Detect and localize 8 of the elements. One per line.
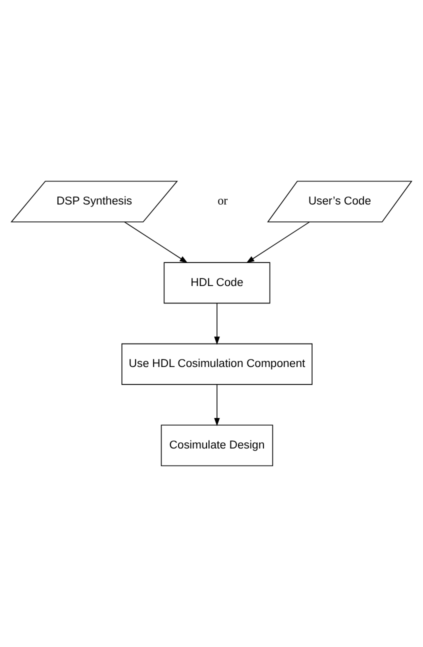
label: or: [218, 193, 228, 208]
arrow: [214, 384, 220, 426]
arrow: [214, 302, 220, 345]
node-box: Cosimulate Design: [160, 424, 274, 466]
arrow: [124, 222, 188, 264]
node-box: Use HDL Cosimulation Component: [121, 343, 312, 385]
arrow: [246, 222, 310, 264]
node-box: HDL Code: [164, 262, 270, 304]
